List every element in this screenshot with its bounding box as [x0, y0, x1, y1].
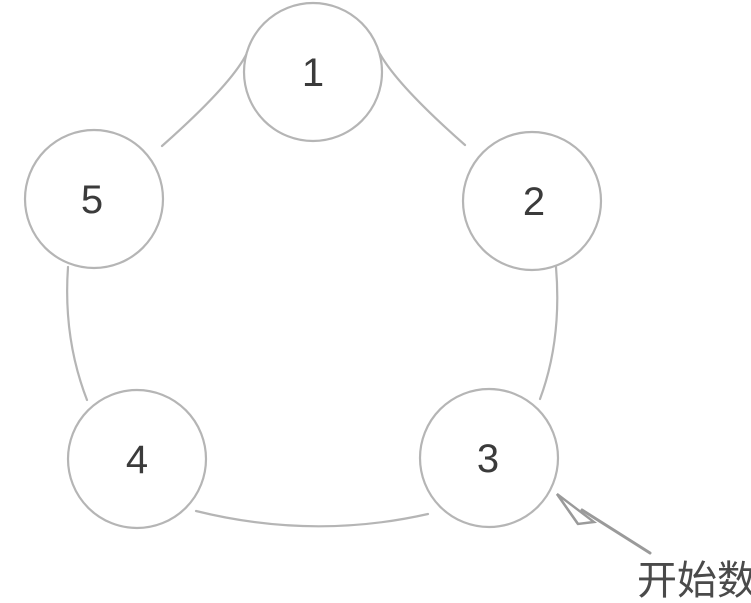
node-label-3: 3 [477, 437, 499, 481]
edge-4-to-5 [66, 265, 89, 402]
node-circle-2[interactable] [461, 130, 603, 272]
node-circle-4[interactable] [66, 388, 208, 530]
arrow-head-inner-line [556, 493, 579, 525]
node-label-2: 2 [523, 180, 545, 224]
node-label-5: 5 [81, 178, 103, 222]
edge-2-to-3 [538, 265, 559, 401]
node-group [23, 1, 603, 530]
edge-5-to-1 [160, 51, 249, 148]
node-circle-3[interactable] [418, 387, 560, 529]
node-circle-1[interactable] [242, 1, 384, 143]
node-label-4: 4 [126, 438, 148, 482]
node-label-group: 1 2 3 4 5 [81, 51, 545, 482]
arrow-shaft-line [580, 508, 652, 555]
annotation-label: 开始数 [637, 558, 751, 603]
edge-group [66, 51, 559, 528]
edge-3-to-4 [194, 509, 430, 528]
edge-1-to-2 [378, 52, 467, 147]
node-circle-5[interactable] [23, 128, 165, 270]
node-label-1: 1 [302, 51, 324, 95]
annotation-arrow [556, 493, 652, 555]
